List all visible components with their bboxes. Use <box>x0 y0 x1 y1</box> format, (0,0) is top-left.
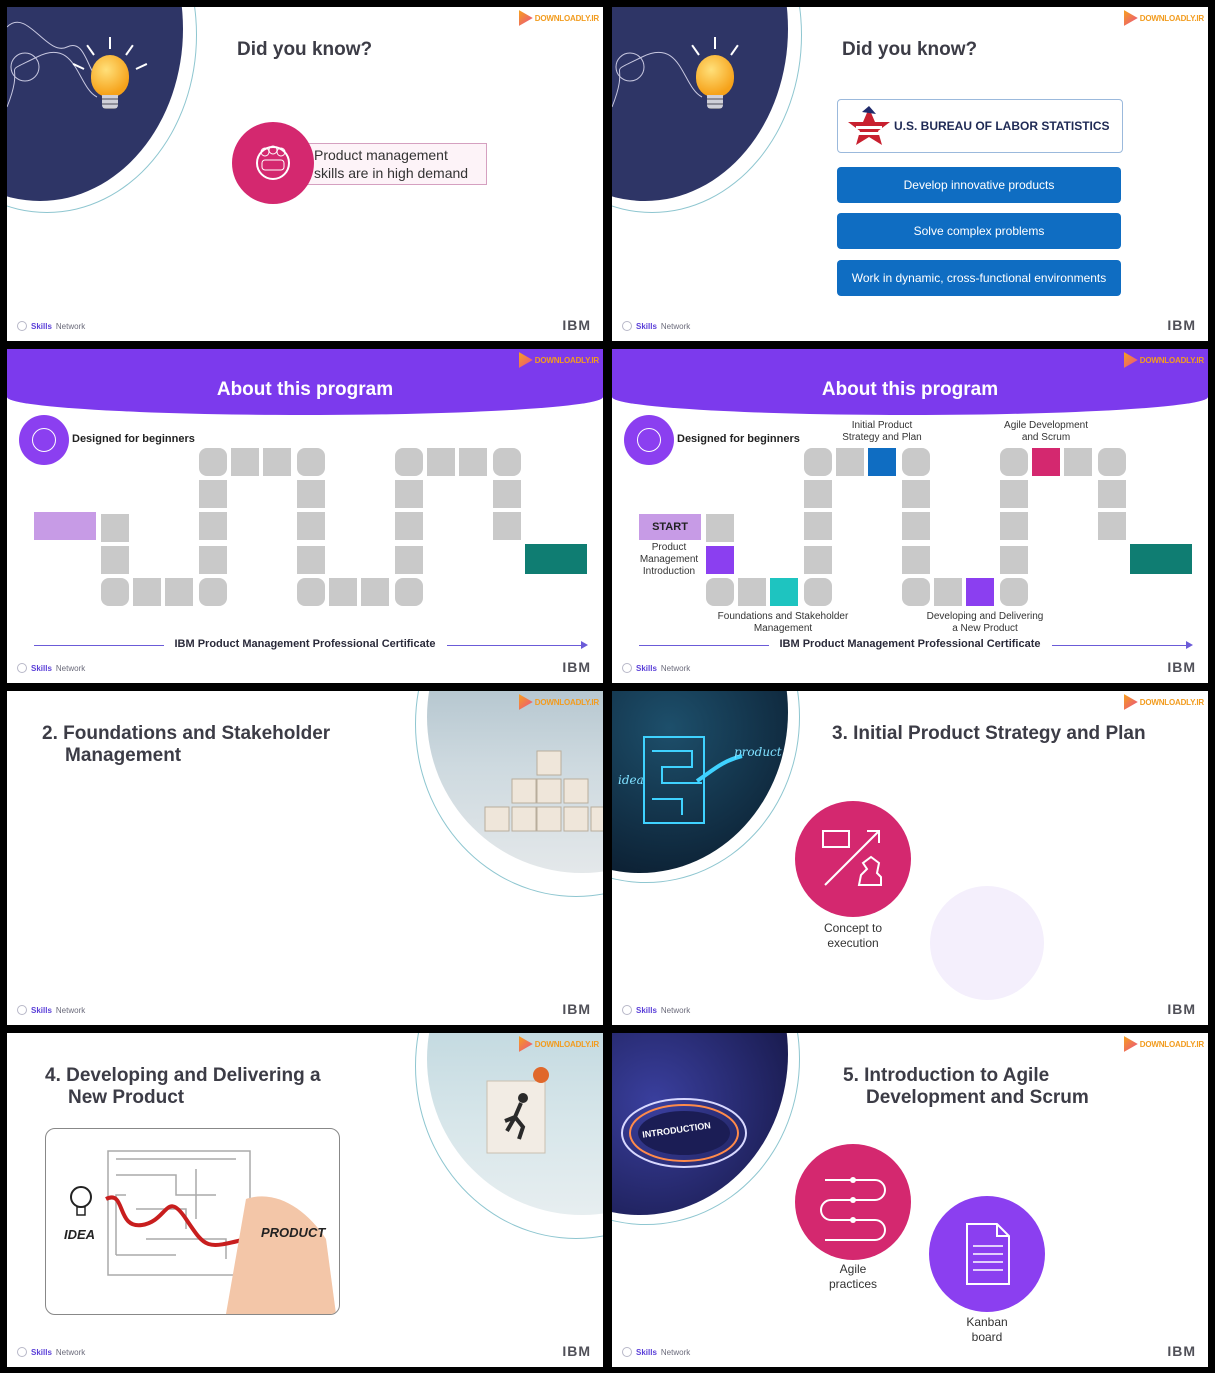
slide-heading: Did you know? <box>842 39 978 60</box>
milestone-intro <box>706 546 734 574</box>
title-banner <box>7 349 603 415</box>
ibm-logo: IBM <box>1167 317 1196 333</box>
certificate-label: IBM Product Management Professional Cert… <box>174 638 436 650</box>
maze-product-text: PRODUCT <box>261 1225 326 1240</box>
ibm-logo: IBM <box>562 317 591 333</box>
beginner-label: Designed for beginners <box>677 433 800 445</box>
program-path <box>34 448 587 606</box>
placeholder-circle <box>930 886 1044 1000</box>
bls-name: U.S. BUREAU OF LABOR STATISTICS <box>894 119 1110 133</box>
start-block <box>34 512 96 540</box>
certificate-label: IBM Product Management Professional Cert… <box>779 638 1041 650</box>
chess-knight-icon <box>795 801 911 917</box>
title-banner <box>612 349 1208 415</box>
beginner-user-icon <box>19 415 69 465</box>
slide-did-you-know-1: Did you know? Product management skills … <box>7 7 603 341</box>
watermark-logo: DOWNLOADLY.IR <box>518 10 599 26</box>
ibm-logo: IBM <box>1167 1343 1196 1359</box>
bls-card: U.S. BUREAU OF LABOR STATISTICS <box>837 99 1123 153</box>
idea-product-maze: IDEA PRODUCT <box>45 1128 340 1315</box>
idea-text: idea <box>618 773 644 787</box>
program-path <box>706 448 1192 606</box>
running-block-photo <box>427 1033 603 1215</box>
callout-line: skills are in high demand <box>314 165 469 181</box>
slide-about-program-2: About this program Designed for beginner… <box>612 349 1208 683</box>
solve-button: Solve complex problems <box>837 213 1121 249</box>
watermark-logo: DOWNLOADLY.IR <box>1123 10 1204 26</box>
slide-heading: Did you know? <box>237 39 373 60</box>
milestone-agile <box>1032 448 1060 476</box>
slide-did-you-know-2: Did you know? U.S. BUREAU OF LABOR STATI… <box>612 7 1208 341</box>
ibm-logo: IBM <box>562 659 591 675</box>
slide-heading: 3. Initial Product Strategy and Plan <box>832 723 1146 744</box>
slide-about-program-1: About this program Designed for beginner… <box>7 349 603 683</box>
slide-title: About this program <box>821 379 999 400</box>
develop-button: Develop innovative products <box>837 167 1121 203</box>
start-label: START <box>639 514 701 540</box>
callout-line: Product management <box>314 147 448 163</box>
lightbulb-photo <box>612 7 788 201</box>
kanban-document-icon <box>929 1196 1045 1312</box>
agile-flow-icon <box>795 1144 911 1260</box>
ibm-logo: IBM <box>562 1001 591 1017</box>
team-gear-icon <box>232 122 314 204</box>
blocks-photo <box>427 691 603 873</box>
end-block <box>1130 544 1192 574</box>
lightbulb-photo <box>7 7 183 201</box>
milestone-developing <box>966 578 994 606</box>
milestone-strategy <box>868 448 896 476</box>
end-block <box>525 544 587 574</box>
slide-title: About this program <box>216 379 394 400</box>
slide-heading: 2. Foundations and Stakeholder Managemen… <box>42 723 331 766</box>
ibm-logo: IBM <box>1167 1001 1196 1017</box>
bls-star-icon <box>848 106 890 145</box>
lightbulb-icon <box>91 55 129 97</box>
slide-agile: INTRODUCTION 5. Introduction to Agile De… <box>612 1033 1208 1367</box>
slide-strategy: idea product 3. Initial Product Strategy… <box>612 691 1208 1025</box>
watermark-logo: DOWNLOADLY.IR <box>1123 1036 1204 1052</box>
maze-photo: idea product <box>612 691 788 873</box>
milestone-foundations <box>770 578 798 606</box>
beginner-label: Designed for beginners <box>72 433 195 445</box>
slide-developing: 4. Developing and Delivering a New Produ… <box>7 1033 603 1367</box>
watermark-logo: DOWNLOADLY.IR <box>518 694 599 710</box>
beginner-user-icon <box>624 415 674 465</box>
watermark-logo: DOWNLOADLY.IR <box>518 352 599 368</box>
lightbulb-icon <box>696 55 734 97</box>
work-button: Work in dynamic, cross-functional enviro… <box>837 260 1121 296</box>
watermark-logo: DOWNLOADLY.IR <box>518 1036 599 1052</box>
ibm-logo: IBM <box>562 1343 591 1359</box>
slide-foundations: 2. Foundations and Stakeholder Managemen… <box>7 691 603 1025</box>
watermark-logo: DOWNLOADLY.IR <box>1123 694 1204 710</box>
product-text: product <box>734 745 782 759</box>
slide-heading: 5. Introduction to Agile Development and… <box>843 1065 1089 1108</box>
maze-idea-text: IDEA <box>64 1227 96 1242</box>
introduction-photo: INTRODUCTION <box>612 1033 788 1215</box>
slide-heading: 4. Developing and Delivering a New Produ… <box>45 1065 321 1108</box>
watermark-logo: DOWNLOADLY.IR <box>1123 352 1204 368</box>
ibm-logo: IBM <box>1167 659 1196 675</box>
